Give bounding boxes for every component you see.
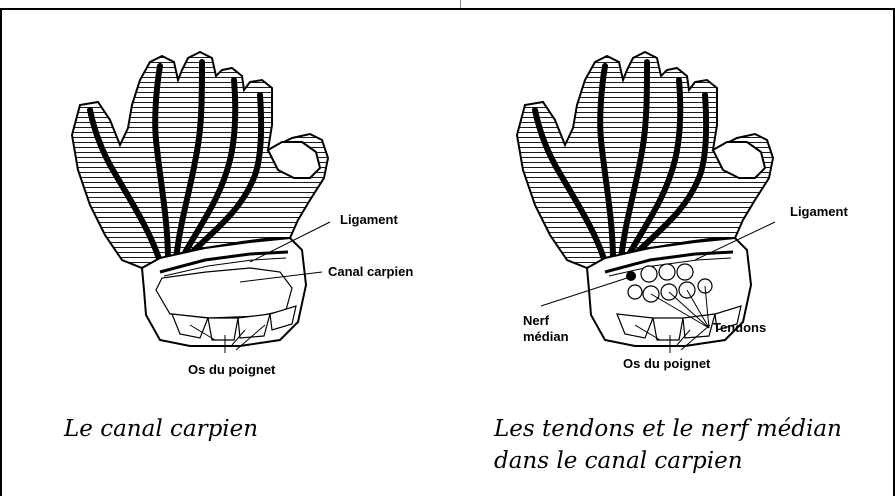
top-divider-tick (460, 0, 461, 8)
wrist-bones-label: Os du poignet (623, 356, 710, 371)
ligament-label: Ligament (340, 212, 398, 227)
right-caption-line1: Les tendons et le nerf médian (494, 412, 842, 446)
median-nerve-label-line2: médian (523, 329, 569, 344)
median-nerve (626, 271, 636, 281)
tendons-nerve-figure: Ligament Nerf médian Tendons Os du poign… (455, 10, 895, 410)
ligament-label: Ligament (790, 204, 848, 219)
left-caption: Le canal carpien (64, 412, 258, 446)
right-caption-line2: dans le canal carpien (494, 444, 743, 478)
median-nerve-label-line1: Nerf (523, 313, 549, 328)
hand-illustration-left (10, 10, 450, 410)
wrist-bones-label: Os du poignet (188, 362, 275, 377)
tendons-label: Tendons (713, 320, 766, 335)
carpal-tunnel-label: Canal carpien (328, 264, 413, 279)
carpal-tunnel-figure: Ligament Canal carpien Os du poignet (10, 10, 450, 410)
